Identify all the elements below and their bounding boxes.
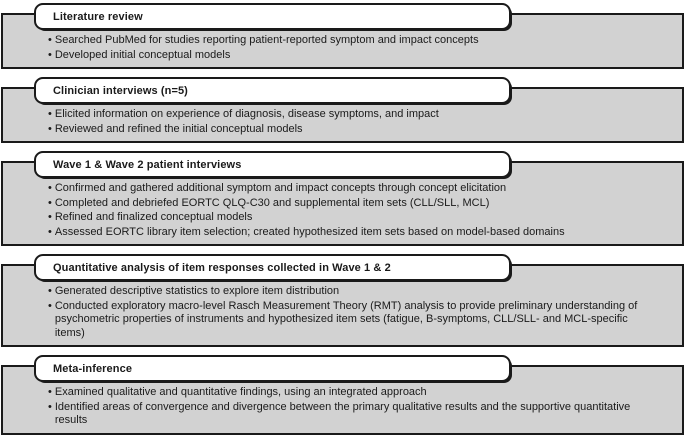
bullet-glyph: •	[48, 108, 52, 120]
bullet-text: Confirmed and gathered additional sympto…	[54, 182, 507, 194]
bullet-glyph: •	[48, 122, 52, 135]
bullet-text: Completed and debriefed EORTC QLQ-C30 an…	[54, 196, 490, 209]
bullet-glyph: •	[48, 299, 52, 312]
bullet-text: Refined and finalized conceptual models	[54, 211, 253, 223]
bullet-glyph: •	[48, 34, 52, 46]
bullet-item: •Completed and debriefed EORTC QLQ-C30 a…	[3, 197, 654, 211]
bullet-item: •Identified areas of convergence and div…	[3, 401, 654, 428]
stage: Clinician interviews (n=5) •Elicited inf…	[1, 77, 684, 143]
bullet-glyph: •	[48, 196, 52, 209]
bullet-text: Assessed EORTC library item selection; c…	[54, 225, 565, 238]
bullet-glyph: •	[48, 211, 52, 223]
bullet-item: •Elicited information on experience of d…	[3, 108, 654, 122]
stage-title: Literature review	[53, 10, 143, 23]
stage-title: Clinician interviews (n=5)	[53, 84, 188, 97]
stage-title: Quantitative analysis of item responses …	[53, 261, 391, 274]
stage-header: Meta-inference	[34, 355, 511, 382]
bullet-item: •Refined and finalized conceptual models	[3, 211, 654, 225]
bullet-list: •Generated descriptive statistics to exp…	[3, 285, 654, 340]
bullet-item: •Conducted exploratory macro-level Rasch…	[3, 300, 654, 341]
bullet-item: •Confirmed and gathered additional sympt…	[3, 182, 654, 196]
bullet-list: •Elicited information on experience of d…	[3, 108, 654, 136]
bullet-glyph: •	[48, 182, 52, 194]
bullet-glyph: •	[48, 400, 52, 413]
stage-list: Literature review •Searched PubMed for s…	[1, 3, 684, 435]
bullet-glyph: •	[48, 225, 52, 238]
bullet-list: •Searched PubMed for studies reporting p…	[3, 34, 654, 62]
bullet-glyph: •	[48, 48, 52, 61]
bullet-item: •Examined qualitative and quantitative f…	[3, 386, 654, 400]
stage: Literature review •Searched PubMed for s…	[1, 3, 684, 69]
bullet-item: •Reviewed and refined the initial concep…	[3, 123, 654, 137]
bullet-text: Elicited information on experience of di…	[54, 108, 439, 120]
stage-title: Meta-inference	[53, 362, 133, 375]
bullet-text: Conducted exploratory macro-level Rasch …	[54, 299, 638, 339]
bullet-list: •Confirmed and gathered additional sympt…	[3, 182, 654, 239]
bullet-item: •Generated descriptive statistics to exp…	[3, 285, 654, 299]
stage-title: Wave 1 & Wave 2 patient interviews	[53, 158, 242, 171]
stage: Meta-inference •Examined qualitative and…	[1, 355, 684, 435]
stage-header: Literature review	[34, 3, 511, 30]
stage-header: Clinician interviews (n=5)	[34, 77, 511, 104]
stage: Wave 1 & Wave 2 patient interviews •Conf…	[1, 151, 684, 246]
stage-header: Wave 1 & Wave 2 patient interviews	[34, 151, 511, 178]
bullet-text: Generated descriptive statistics to expl…	[54, 285, 340, 297]
bullet-item: •Assessed EORTC library item selection; …	[3, 226, 654, 240]
bullet-item: •Searched PubMed for studies reporting p…	[3, 34, 654, 48]
bullet-glyph: •	[48, 386, 52, 398]
stage: Quantitative analysis of item responses …	[1, 254, 684, 347]
bullet-list: •Examined qualitative and quantitative f…	[3, 386, 654, 428]
bullet-text: Searched PubMed for studies reporting pa…	[54, 34, 479, 46]
bullet-text: Examined qualitative and quantitative fi…	[54, 386, 427, 398]
bullet-text: Reviewed and refined the initial concept…	[54, 122, 303, 135]
bullet-text: Developed initial conceptual models	[54, 48, 231, 61]
bullet-item: •Developed initial conceptual models	[3, 49, 654, 63]
stage-header: Quantitative analysis of item responses …	[34, 254, 511, 281]
bullet-glyph: •	[48, 285, 52, 297]
bullet-text: Identified areas of convergence and dive…	[54, 400, 631, 427]
